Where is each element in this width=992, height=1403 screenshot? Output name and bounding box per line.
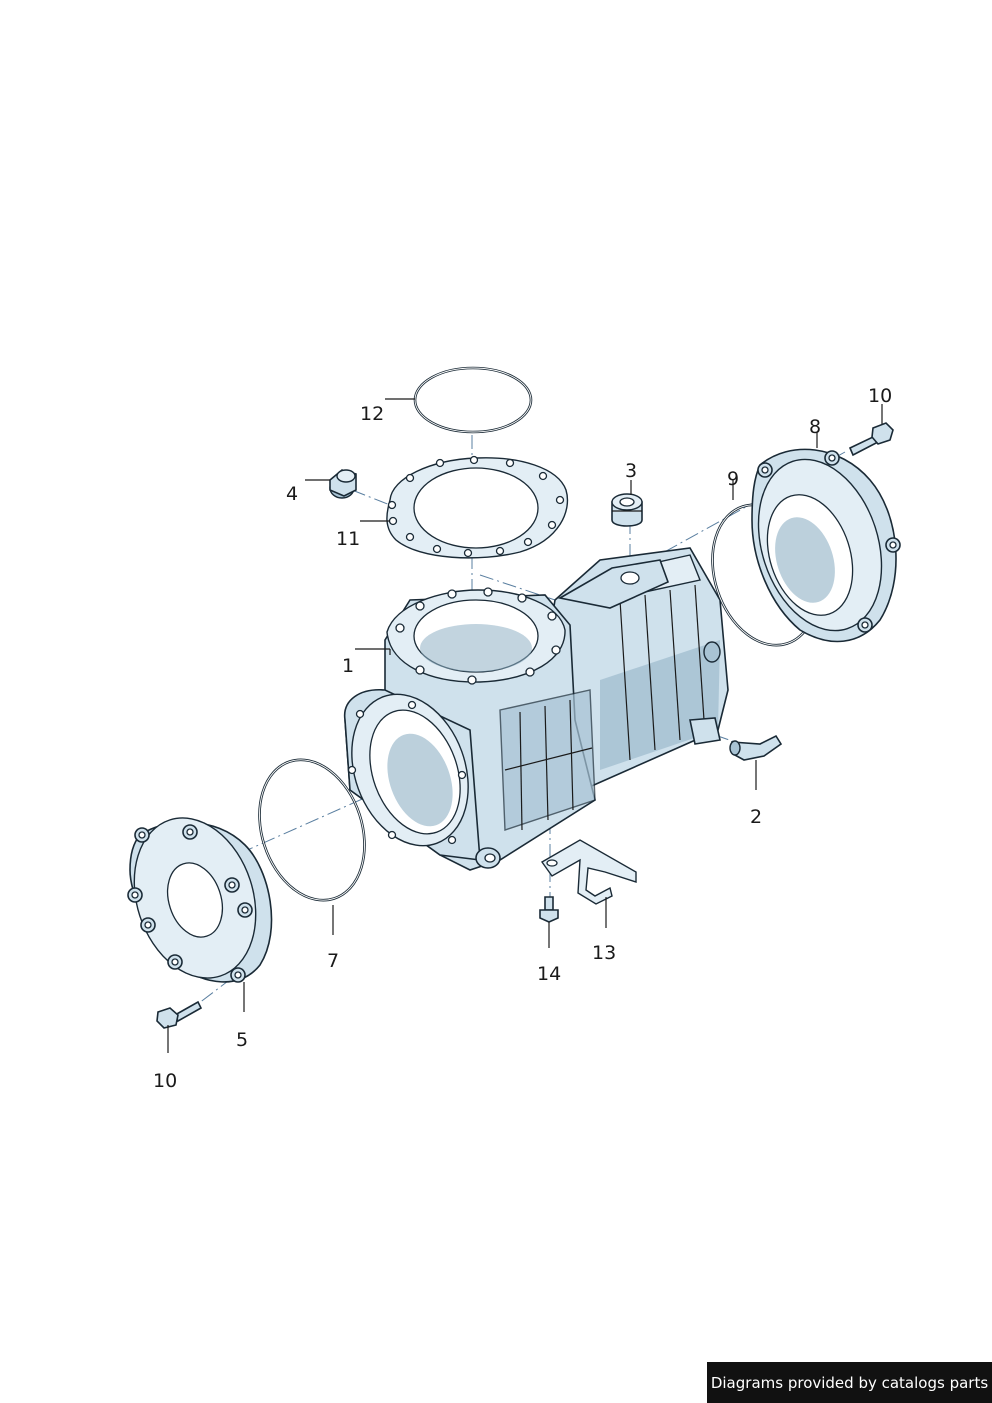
- callout-9: 9: [727, 468, 739, 490]
- callout-14: 14: [537, 963, 561, 985]
- callout-2: 2: [750, 806, 762, 828]
- plug: [329, 469, 357, 499]
- gasket-plate: [386, 455, 569, 559]
- callout-4: 4: [286, 483, 298, 505]
- callout-10-top: 10: [868, 385, 892, 407]
- callout-13: 13: [592, 942, 616, 964]
- leader-lines: [167, 398, 883, 1053]
- callout-8: 8: [809, 416, 821, 438]
- footer-credit: Diagrams provided by catalogs parts: [707, 1362, 992, 1403]
- cover-right: [751, 448, 901, 643]
- gearbox-housing: [343, 547, 729, 871]
- seal: [611, 493, 643, 527]
- o-ring-left: [258, 758, 366, 902]
- o-ring-top: [413, 366, 533, 434]
- bolt-bottom-left: [156, 1000, 203, 1029]
- callout-10-bottom: 10: [153, 1070, 177, 1092]
- elbow-fitting: [729, 734, 783, 761]
- callout-1: 1: [342, 655, 354, 677]
- callout-11: 11: [336, 528, 360, 550]
- bracket: [540, 839, 637, 905]
- callout-7: 7: [327, 950, 339, 972]
- callout-labels: 12 4 11 3 1 9 8 10 2 7 5 10 13 14: [153, 385, 892, 1092]
- callout-3: 3: [625, 460, 637, 482]
- bolt-top-right: [848, 422, 894, 457]
- footer-credit-text: Diagrams provided by catalogs parts: [710, 1373, 989, 1392]
- callout-12: 12: [360, 403, 384, 425]
- cover-left: [127, 817, 273, 983]
- callout-5: 5: [236, 1029, 248, 1051]
- bolt-small: [539, 896, 559, 923]
